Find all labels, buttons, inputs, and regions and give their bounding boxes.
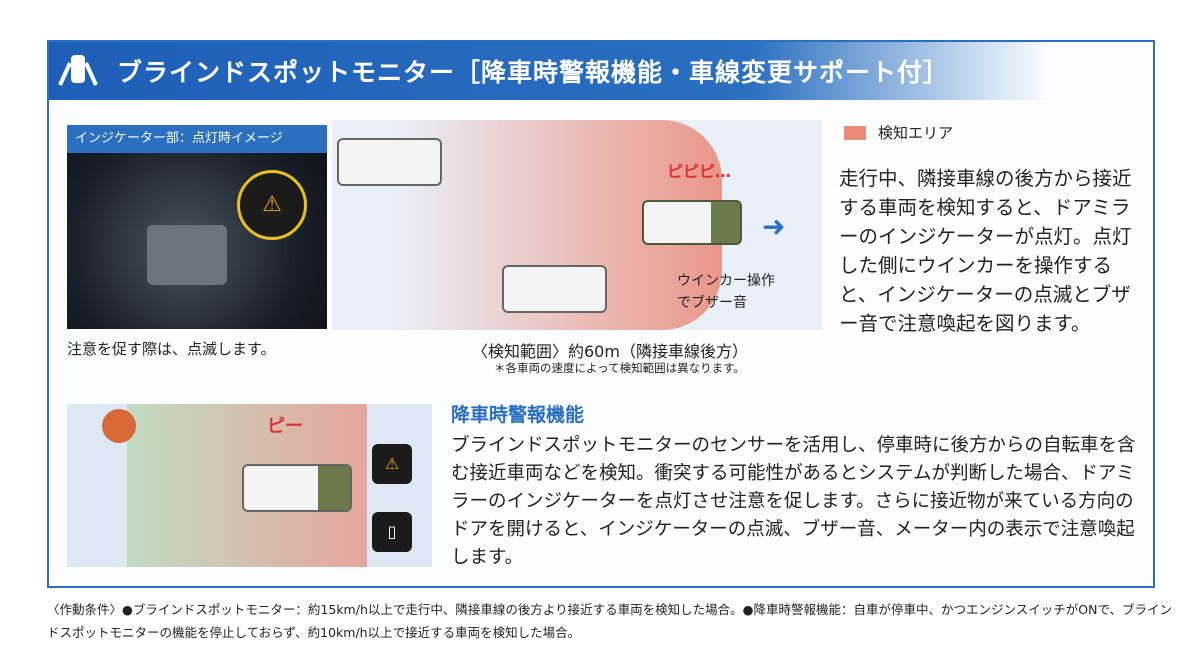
indicator-light-icon: ⚠: [372, 444, 412, 484]
alert-sound-text: ピー: [267, 416, 303, 437]
legend-label: 検知エリア: [878, 124, 954, 142]
car-sensor-icon: [49, 42, 107, 100]
car: [337, 138, 442, 186]
range-text: 〈検知範囲〉約60m（隣接車線後方）: [472, 342, 748, 361]
indicator-photo: インジケーター部：点灯時イメージ ⚠: [67, 125, 327, 329]
exit-warning-diagram: ピー ⚠ ▯: [67, 404, 432, 567]
bicycle-icon: [102, 409, 136, 443]
page-title: ブラインドスポットモニター［降車時警報機能・車線変更サポート付］: [117, 58, 950, 87]
range-note: ＊各車両の速度によって検知範囲は異なります。: [494, 361, 745, 375]
exit-warning-text: ブラインドスポットモニターのセンサーを活用し、停車時に後方からの自転車を含む接近…: [451, 435, 1136, 568]
section-header: ブラインドスポットモニター［降車時警報機能・車線変更サポート付］: [49, 42, 1049, 100]
door-open-icon: ▯: [372, 512, 412, 552]
arrow-right-icon: ➜: [762, 210, 786, 243]
car: [502, 265, 607, 313]
legend-swatch: [844, 125, 866, 140]
indicator-note: 注意を促す際は、点滅します。: [67, 340, 276, 358]
legend: 検知エリア: [844, 122, 953, 143]
feature-panel: ブラインドスポットモニター［降車時警報機能・車線変更サポート付］ インジケーター…: [47, 40, 1155, 588]
footnote: 〈作動条件〉●ブラインドスポットモニター：約15km/h以上で走行中、隣接車線の…: [47, 602, 1172, 640]
vehicle-image: [147, 225, 227, 285]
detection-diagram: ピピピ… ➜ ウインカー操作 でブザー音: [332, 120, 822, 330]
indicator-light-icon: ⚠: [237, 170, 307, 240]
description: 走行中、隣接車線の後方から接近する車両を検知すると、ドアミラーのインジケーターが…: [839, 167, 1132, 335]
alert-sound-text: ピピピ…: [667, 162, 732, 181]
indicator-caption: インジケーター部：点灯時イメージ: [67, 125, 327, 153]
own-car: [642, 200, 742, 245]
own-car: [242, 464, 352, 512]
turn-signal-label: ウインカー操作 でブザー音: [677, 273, 775, 311]
exit-warning-title: 降車時警報機能: [451, 404, 585, 426]
